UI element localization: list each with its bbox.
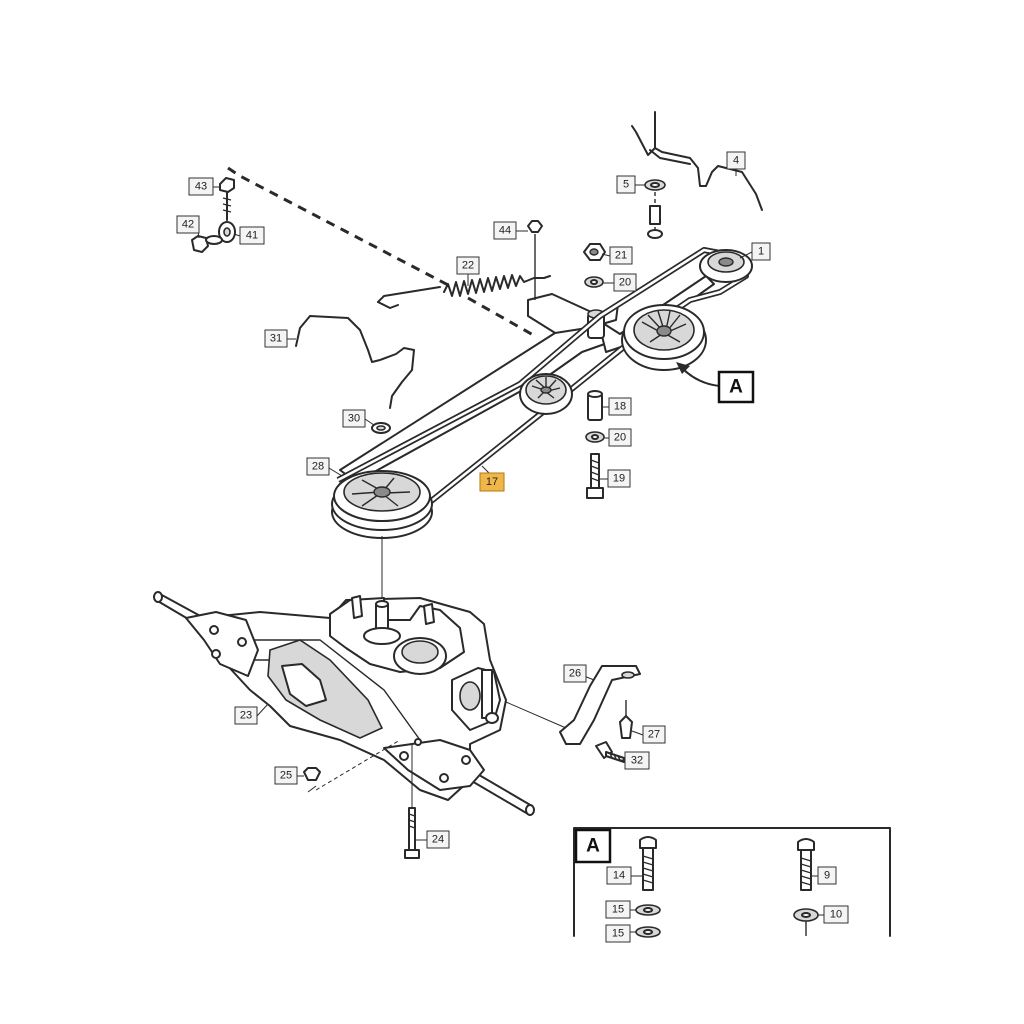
callout-32: 32 <box>624 751 650 770</box>
callout-26: 26 <box>563 664 587 683</box>
callout-1: 1 <box>751 242 771 261</box>
callout-22: 22 <box>456 256 480 275</box>
cable-route-line <box>467 296 536 338</box>
large-idler-pulley-part <box>621 304 707 371</box>
svg-text:1: 1 <box>758 246 764 258</box>
svg-text:28: 28 <box>312 461 324 473</box>
svg-text:24: 24 <box>432 834 444 846</box>
callout-42: 42 <box>176 215 200 234</box>
callout-20-upper: 20 <box>613 273 637 292</box>
callout-9: 9 <box>817 866 837 885</box>
svg-text:26: 26 <box>569 668 581 680</box>
svg-text:23: 23 <box>240 710 252 722</box>
svg-text:44: 44 <box>499 225 511 237</box>
transaxle-part <box>153 591 535 816</box>
small-pulley-part <box>699 249 753 283</box>
callout-23: 23 <box>234 706 258 725</box>
bolt-part <box>527 220 543 300</box>
svg-text:14: 14 <box>613 870 625 882</box>
svg-text:31: 31 <box>270 333 282 345</box>
washer-part <box>371 422 391 434</box>
callout-24: 24 <box>426 830 450 849</box>
svg-text:22: 22 <box>462 260 474 272</box>
svg-text:20: 20 <box>614 432 626 444</box>
spacer-bolt-part <box>585 390 605 499</box>
linkage-rod-part <box>295 315 415 409</box>
detail-marker-a: A <box>676 362 755 404</box>
svg-text:9: 9 <box>824 870 830 882</box>
svg-text:20: 20 <box>619 277 631 289</box>
tension-spring-part <box>377 274 551 309</box>
callout-21: 21 <box>609 246 633 265</box>
svg-text:30: 30 <box>348 413 360 425</box>
detail-marker-label: A <box>729 377 743 398</box>
callout-28: 28 <box>306 457 330 476</box>
callout-31: 31 <box>264 329 288 348</box>
callout-27: 27 <box>642 725 666 744</box>
cable-end-part <box>191 177 236 253</box>
svg-text:18: 18 <box>614 401 626 413</box>
callout-17: 17 <box>479 472 505 492</box>
inset-label: A <box>586 836 600 857</box>
svg-text:5: 5 <box>623 179 629 191</box>
svg-text:15: 15 <box>612 928 624 940</box>
callout-20-lower: 20 <box>608 428 632 447</box>
svg-text:15: 15 <box>612 904 624 916</box>
callout-41: 41 <box>239 226 265 245</box>
svg-text:32: 32 <box>631 755 643 767</box>
svg-text:19: 19 <box>613 473 625 485</box>
shift-rod-part <box>631 111 763 211</box>
mounting-bolt-part <box>404 744 420 859</box>
callout-10: 10 <box>823 905 849 924</box>
svg-text:17: 17 <box>486 476 498 488</box>
svg-text:42: 42 <box>182 219 194 231</box>
callout-19: 19 <box>607 469 631 488</box>
svg-text:27: 27 <box>648 729 660 741</box>
callout-4: 4 <box>726 151 746 170</box>
svg-text:43: 43 <box>195 181 207 193</box>
svg-text:41: 41 <box>246 230 258 242</box>
callout-43: 43 <box>188 177 214 196</box>
callout-18: 18 <box>608 397 632 416</box>
svg-text:4: 4 <box>733 155 739 167</box>
cable-route-line <box>227 166 451 288</box>
bolt-washer-part <box>644 179 666 239</box>
idler-pulley-part <box>519 373 573 415</box>
nut-part <box>303 739 401 793</box>
callout-15: 15 <box>605 900 631 919</box>
callout-25: 25 <box>274 766 298 785</box>
callout-14: 14 <box>606 866 632 885</box>
svg-text:25: 25 <box>280 770 292 782</box>
callout-44: 44 <box>493 221 517 240</box>
transmission-pulley-part <box>331 470 433 539</box>
callout-15-lower: 15 <box>605 924 631 943</box>
callout-5: 5 <box>616 175 636 194</box>
svg-text:10: 10 <box>830 909 842 921</box>
callout-30: 30 <box>342 409 366 428</box>
nut-washer-part <box>583 243 606 288</box>
svg-text:21: 21 <box>615 250 627 262</box>
mounting-bracket-part <box>505 665 641 763</box>
